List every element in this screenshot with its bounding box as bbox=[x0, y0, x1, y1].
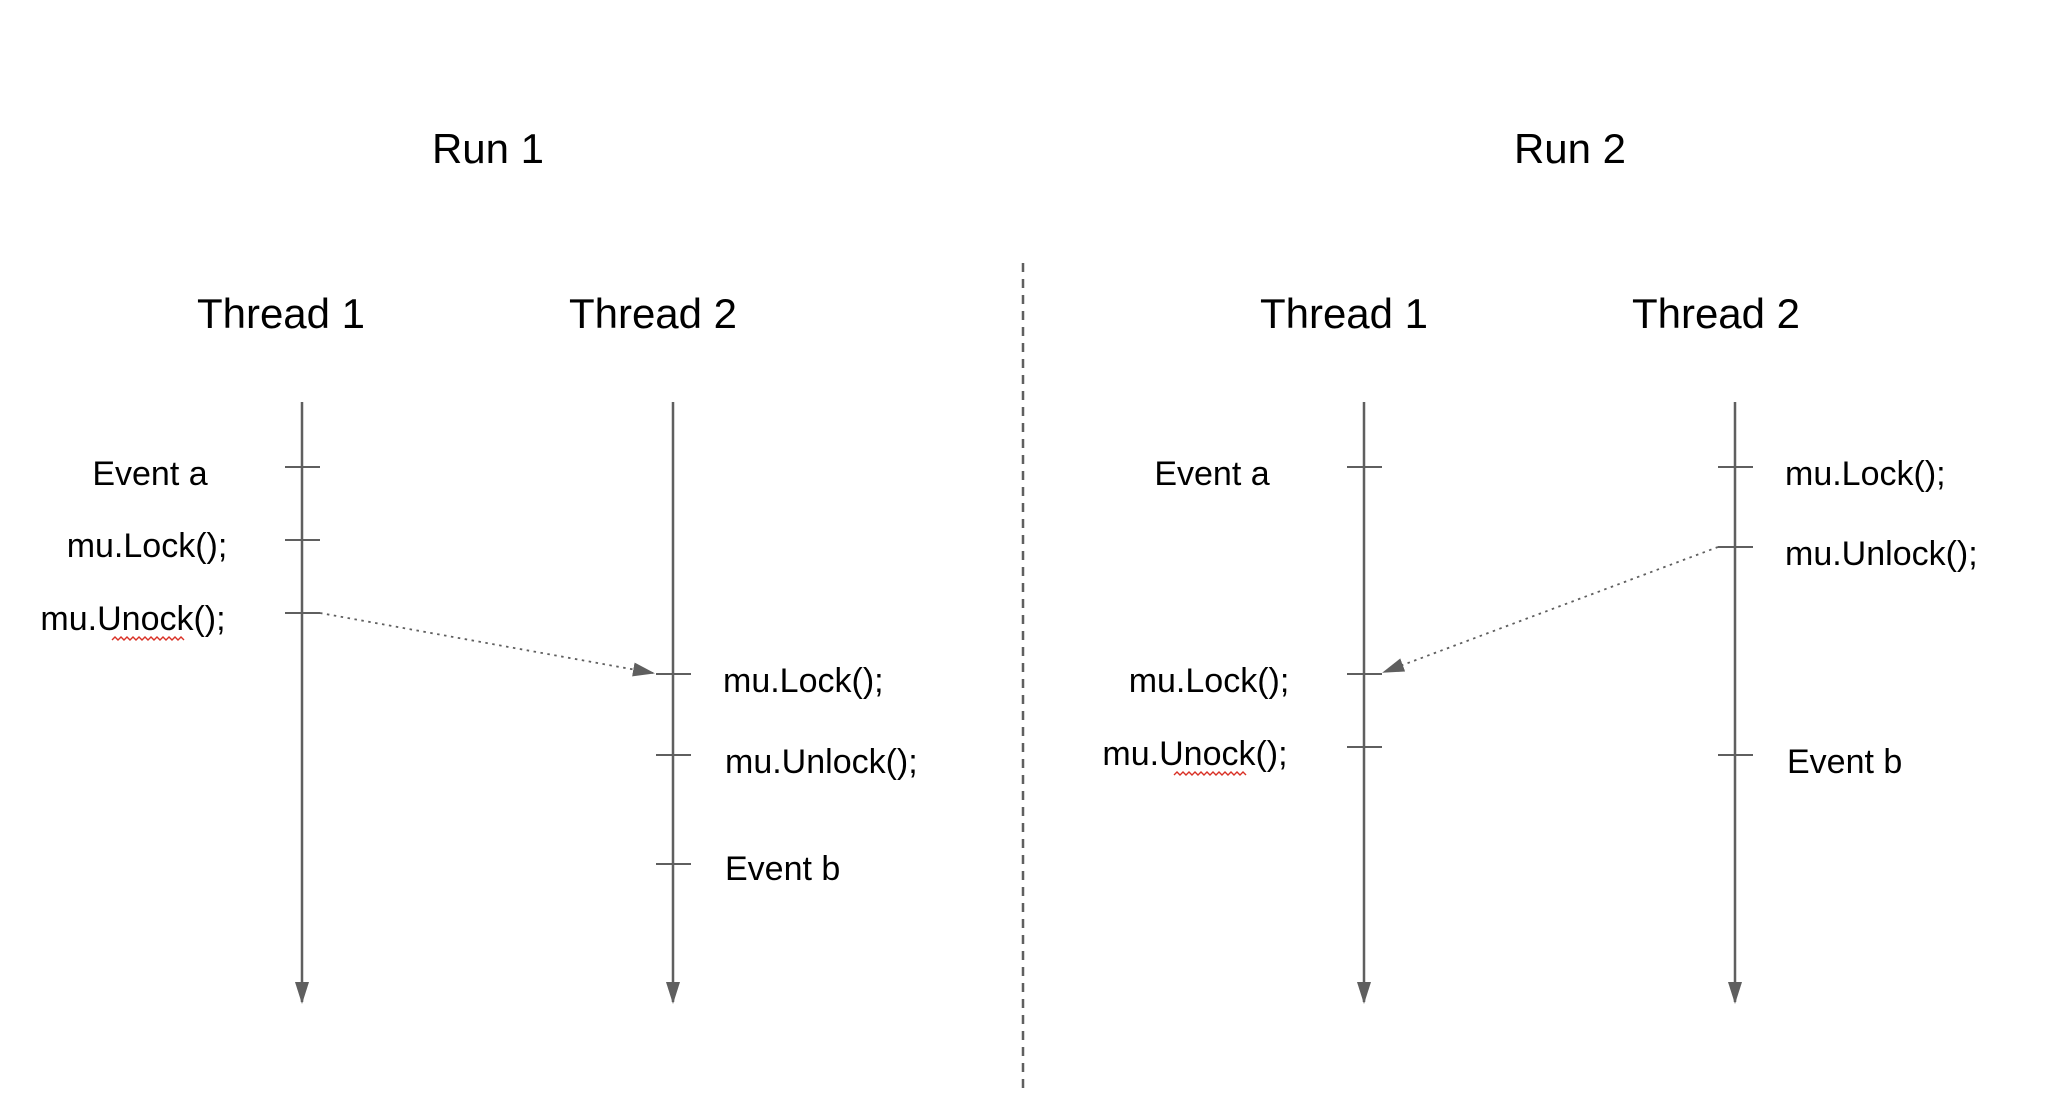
run-2-thread-2-title: Thread 2 bbox=[1632, 290, 1800, 337]
run-2-thread-2-lock: mu.Lock(); bbox=[1785, 455, 1946, 493]
run-2-thread-1-title: Thread 1 bbox=[1260, 290, 1428, 337]
run-1-thread-2-unlock: mu.Unlock(); bbox=[725, 743, 918, 781]
run-1-thread-1-title: Thread 1 bbox=[197, 290, 365, 337]
run-2-thread-2-unlock: mu.Unlock(); bbox=[1785, 535, 1978, 573]
run-1-thread-1-event-a: Event a bbox=[92, 455, 207, 493]
spellcheck-underline bbox=[1173, 771, 1247, 776]
run-2-thread-1-unlock: mu.Unock(); bbox=[1102, 735, 1287, 773]
run-2-title: Run 2 bbox=[1514, 125, 1626, 172]
run-1-thread-2-title: Thread 2 bbox=[569, 290, 737, 337]
run-2-thread-2-event-b: Event b bbox=[1787, 743, 1902, 781]
run-2-sync-arrow bbox=[1382, 546, 1719, 673]
run-1-thread-1-lock: mu.Lock(); bbox=[67, 527, 228, 565]
run-1-sync-arrow bbox=[319, 612, 655, 677]
run-1-thread-2-lock: mu.Lock(); bbox=[723, 662, 884, 700]
run-2-thread-1-lock: mu.Lock(); bbox=[1129, 662, 1290, 700]
run-2-thread-1-event-a: Event a bbox=[1154, 455, 1269, 493]
spellcheck-underline bbox=[111, 636, 185, 641]
run-1-thread-1-unlock: mu.Unock(); bbox=[40, 600, 225, 638]
run-1-thread-2-event-b: Event b bbox=[725, 850, 840, 888]
run-1-title: Run 1 bbox=[432, 125, 544, 172]
